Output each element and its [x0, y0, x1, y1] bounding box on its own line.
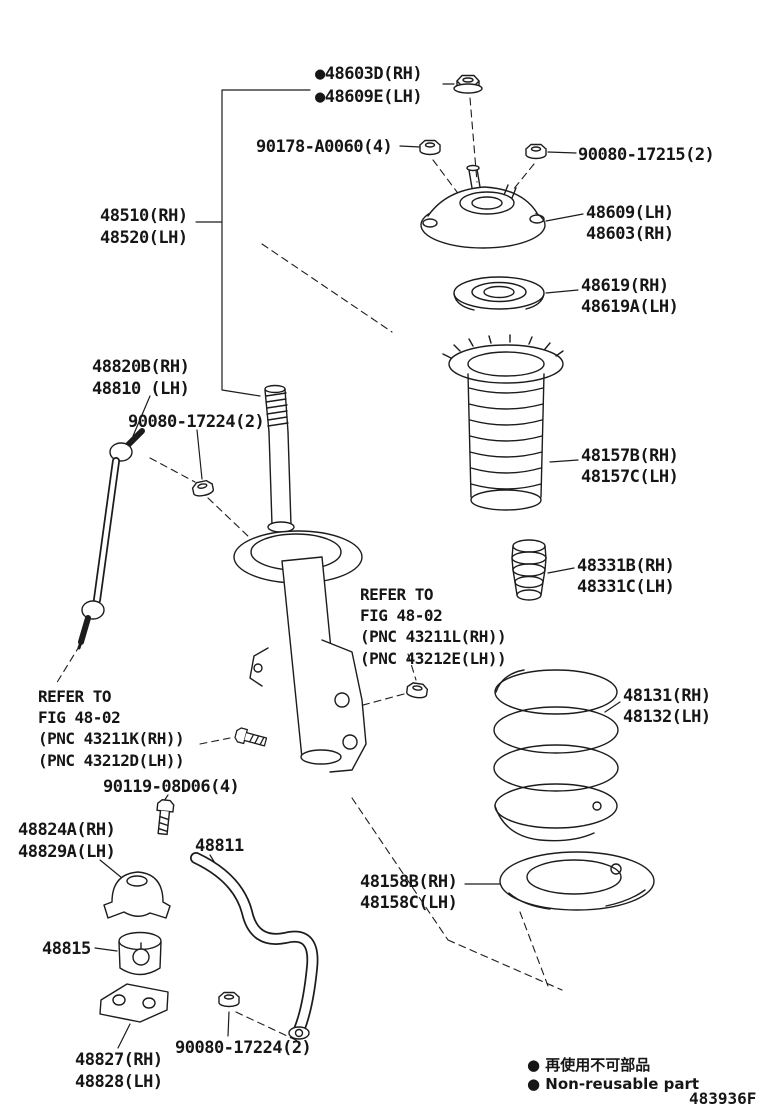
part-label-48158b: 48158B(RH) [360, 872, 458, 892]
bump-stop-drawing [511, 539, 547, 601]
bushing-bracket-drawing [103, 871, 171, 919]
refer-note-mid-line4: (PNC 43212E(LH)) [360, 648, 507, 668]
stabilizer-bushing-drawing [118, 931, 162, 976]
legend-non-reusable-en: ● Non-reusable part [527, 1075, 700, 1093]
strut-mount-drawing [420, 164, 546, 249]
refer-note-left-line4: (PNC 43212D(LH)) [38, 750, 185, 770]
part-label-48132: 48132(LH) [623, 707, 711, 727]
part-label-48829a: 48829A(LH) [18, 842, 116, 862]
part-label-48810: 48810 (LH) [92, 379, 190, 399]
nut-refer-mid-drawing [405, 681, 429, 700]
lower-bracket-drawing [99, 983, 169, 1023]
lower-spring-seat-drawing [499, 851, 655, 911]
coil-spring-drawing [493, 669, 619, 842]
part-label-90080-17224-a: 90080-17224(2) [128, 412, 265, 432]
refer-note-mid: REFER TO FIG 48-02 (PNC 43211L(RH)) (PNC… [360, 585, 507, 670]
part-label-48619a: 48619A(LH) [581, 297, 679, 317]
part-label-90119: 90119-08D06(4) [103, 777, 240, 797]
refer-note-mid-line1: REFER TO [360, 585, 434, 604]
part-label-48828: 48828(LH) [75, 1072, 163, 1092]
part-label-90178-a0060: 90178-A0060(4) [256, 137, 393, 157]
flange-nut-drawing [453, 74, 483, 94]
part-label-48603: 48603(RH) [586, 224, 674, 244]
part-label-48609: 48609(LH) [586, 203, 674, 223]
refer-note-mid-line3: (PNC 43211L(RH)) [360, 627, 507, 647]
bolt-strut-bracket-drawing [233, 726, 268, 750]
nut-90178-drawing [419, 139, 441, 156]
part-label-48157b: 48157B(RH) [581, 446, 679, 466]
part-label-48331b: 48331B(RH) [577, 556, 675, 576]
construction-lines [55, 97, 563, 1043]
bolt-90119-drawing [153, 798, 175, 836]
bearing-drawing [453, 276, 545, 311]
part-label-48131: 48131(RH) [623, 686, 711, 706]
nut-90080-17215-drawing [525, 143, 547, 160]
part-label-48158c: 48158C(LH) [360, 893, 458, 913]
part-label-48827: 48827(RH) [75, 1050, 163, 1070]
part-label-48520: 48520(LH) [100, 228, 188, 248]
part-label-90080-17224-b: 90080-17224(2) [175, 1038, 312, 1058]
part-label-90080-17215: 90080-17215(2) [578, 145, 715, 165]
dust-boot-drawing [442, 334, 564, 511]
leader-lines [94, 83, 621, 1049]
refer-note-left: REFER TO FIG 48-02 (PNC 43211K(RH)) (PNC… [38, 687, 185, 772]
part-label-48811: 48811 [195, 836, 244, 856]
part-label-48609e: ●48609E(LH) [315, 87, 423, 107]
part-label-48815: 48815 [42, 939, 91, 959]
nut-90080-17224b-drawing [218, 991, 240, 1008]
part-label-48820b: 48820B(RH) [92, 357, 190, 377]
part-label-48331c: 48331C(LH) [577, 577, 675, 597]
refer-note-left-line3: (PNC 43211K(RH)) [38, 729, 185, 749]
refer-note-mid-line2: FIG 48-02 [360, 606, 443, 626]
legend-non-reusable-jp: ● 再使用不可部品 [527, 1056, 651, 1074]
part-label-48619: 48619(RH) [581, 276, 669, 296]
part-label-48824a: 48824A(RH) [18, 820, 116, 840]
figure-code: 483936F [689, 1089, 757, 1108]
part-label-48603d: ●48603D(RH) [315, 64, 423, 84]
part-label-48157c: 48157C(LH) [581, 467, 679, 487]
refer-note-left-line1: REFER TO [38, 687, 112, 706]
refer-note-left-line2: FIG 48-02 [38, 708, 121, 728]
part-label-48510: 48510(RH) [100, 206, 188, 226]
stabilizer-bar-drawing [190, 852, 319, 1040]
stabilizer-link-drawing [77, 428, 145, 650]
strut-drawing [233, 384, 367, 773]
